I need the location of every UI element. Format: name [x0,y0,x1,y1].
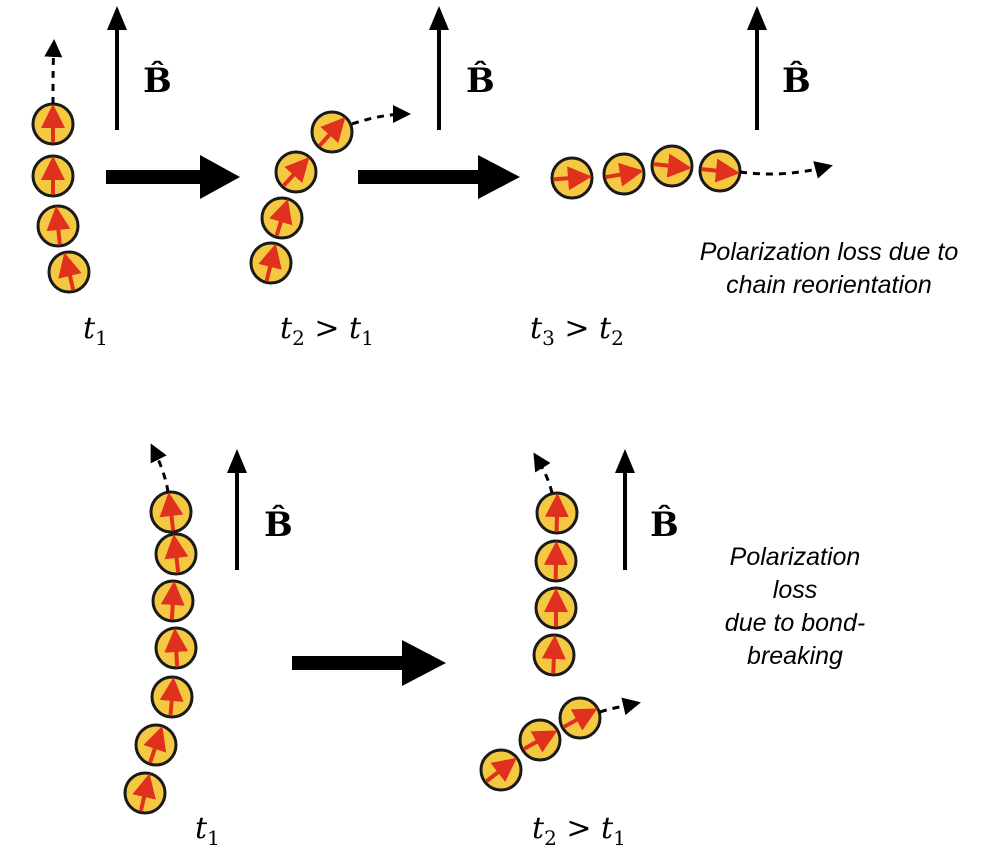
magnetic-moment-arrow [132,773,156,812]
particle-chains [31,39,833,815]
caption-line: Polarization [729,543,861,571]
rotation-direction-arrow [599,697,641,716]
field-vector-bottom-1: B̂ [227,449,293,570]
magnetic-moment-arrow [258,243,282,282]
rotation-direction-arrow [150,443,170,493]
process-arrow-top-1 [106,155,240,199]
magnetic-moment-arrow [164,534,189,573]
field-vector-top-1: B̂ [107,6,172,130]
field-label: B̂ [143,60,172,101]
magnetic-moment-arrow [553,166,592,191]
caption-line: Polarization loss due to [699,238,959,266]
time-label-top-1: t1 [83,311,108,350]
magnetic-moment-arrow [282,157,310,187]
rotation-direction-arrow [351,105,411,126]
chain-bottom-2 [532,452,579,677]
caption-line: loss [772,576,818,604]
time-label-bottom-1: t1 [195,811,220,850]
rotation-direction-arrow [739,161,833,179]
time-label-top-2: t2 > t1 [280,311,374,350]
time-label-top-3: t3 > t2 [530,311,624,350]
process-arrow-bottom [292,640,446,686]
magnetic-moment-arrow [544,493,569,532]
chain-bottom-1 [123,443,198,815]
rotation-direction-arrow [533,452,554,494]
process-arrow-top-2 [358,155,520,199]
chain-top-3 [550,144,833,200]
field-label: B̂ [650,504,679,545]
field-vector-bottom-2: B̂ [615,449,679,570]
magnetic-moment-arrow [701,158,740,183]
magnetic-moment-arrow [653,153,692,178]
caption-bond-breaking: Polarization loss due to bond- breaking [690,541,900,673]
magnetic-moment-arrow [46,206,71,245]
chain-bottom-3 [479,696,641,792]
magnetic-moment-arrow [523,730,558,753]
field-vector-top-2: B̂ [429,6,495,130]
caption-line: breaking [747,642,843,670]
chain-top-2 [249,105,411,285]
field-label: B̂ [466,60,495,101]
magnetic-moment-arrow [159,492,184,531]
magnetic-moment-arrow [160,581,185,620]
magnetic-moment-arrow [318,117,346,147]
magnetic-moment-arrow [543,541,568,580]
field-vector-top-3: B̂ [747,6,811,130]
caption-line: chain reorientation [726,271,932,299]
caption-reorientation: Polarization loss due to chain reorienta… [664,236,994,302]
magnetic-moment-arrow [605,162,644,187]
time-label-bottom-2: t2 > t1 [532,811,626,850]
magnetic-moment-arrow [563,708,598,731]
rotation-direction-arrow [44,39,63,105]
magnetic-moment-arrow [164,628,189,667]
magnetic-moment-arrow [541,635,566,674]
magnetic-moment-arrow [269,198,293,237]
field-label: B̂ [264,504,293,545]
magnetic-moment-arrow [143,726,167,764]
magnetic-moment-arrow [485,757,517,783]
chain-top-1 [31,39,91,294]
magnetic-moment-arrow [58,252,82,291]
field-label: B̂ [782,60,811,101]
magnetic-moment-arrow [159,677,184,716]
caption-line: due to bond- [724,609,866,637]
